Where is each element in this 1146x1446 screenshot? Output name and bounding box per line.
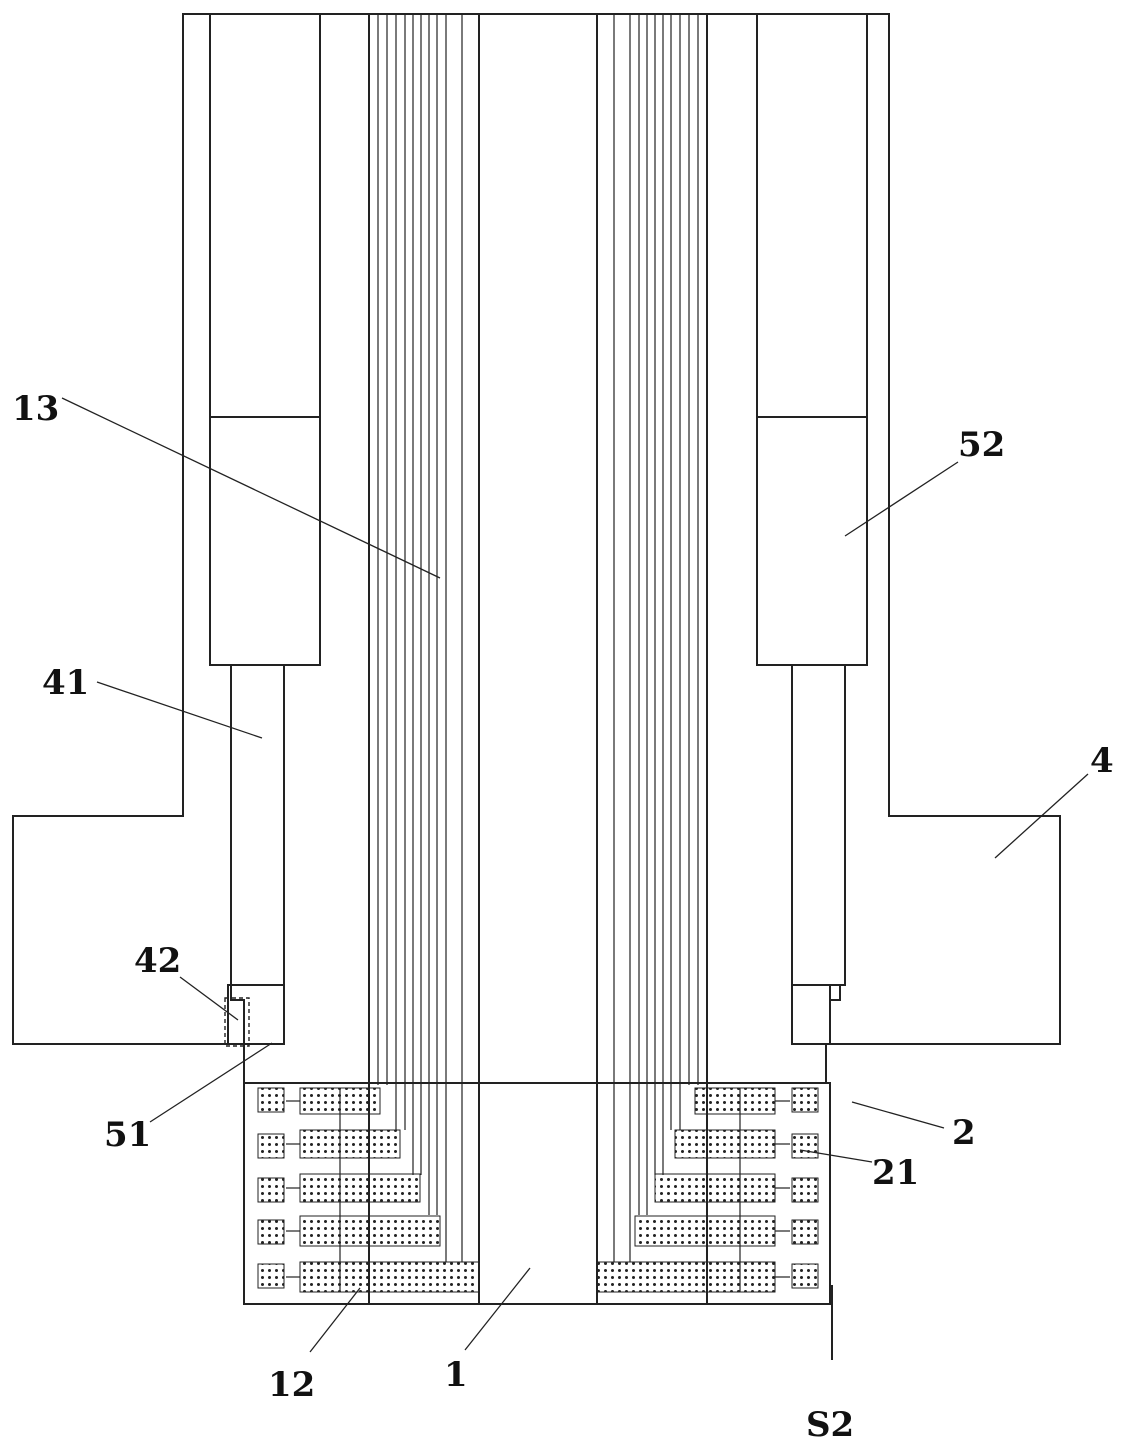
left-upper-cavity [209,13,321,418]
leader-lines [61,397,1089,1353]
right-lower-cavity-52 [756,416,868,666]
right-upper-cavity [756,13,868,418]
sensing-point-42 [224,997,250,1047]
label-52: 52 [958,425,1005,465]
left-channel-41 [227,664,285,1045]
label-42: 42 [134,941,181,981]
right-terminations [596,1087,790,1293]
label-21: 21 [872,1153,919,1193]
right-channel [791,664,846,1045]
label-12: 12 [268,1365,315,1405]
left-contact-column [257,1087,285,1289]
label-41: 41 [42,663,89,703]
label-2: 2 [952,1113,976,1153]
label-1: 1 [444,1355,468,1395]
left-step-51 [230,984,285,1045]
left-lower-cavity [209,416,321,666]
left-terminations-12 [286,1087,480,1293]
label-51: 51 [104,1115,151,1155]
central-core-1 [478,13,598,1305]
right-wire-lines [613,14,699,1262]
housing-4 [12,13,1061,1084]
label-13: 13 [12,389,59,429]
label-4: 4 [1090,741,1114,781]
left-wire-lines [377,14,463,1262]
right-contact-column-21 [791,1087,819,1289]
label-s2: S2 [806,1405,854,1445]
right-step [791,984,841,1045]
